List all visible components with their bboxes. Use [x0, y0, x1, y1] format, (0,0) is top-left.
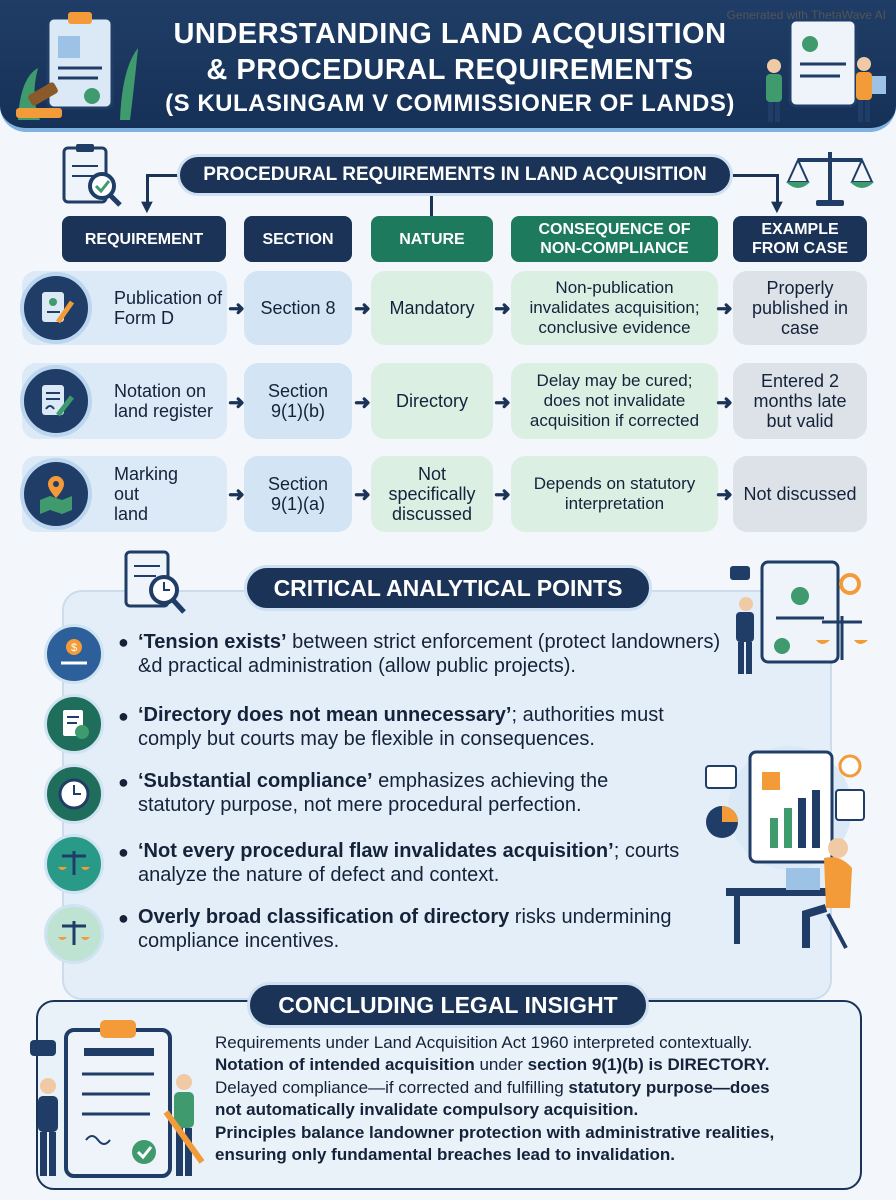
clock-icon — [44, 764, 104, 824]
row1-example: Properly published in case — [733, 271, 867, 345]
connector-left-vertical — [146, 174, 149, 206]
row1-arrow-4: ➜ — [716, 298, 733, 320]
scales-light-icon — [44, 904, 104, 964]
analysis-point-1: ‘Tension exists’ between strict enforcem… — [138, 630, 748, 678]
point-1-text: between strict enforcement (protect land… — [138, 631, 721, 677]
connector-right-vertical — [776, 174, 779, 206]
point-3-bold: ‘Substantial compliance’ — [138, 770, 373, 792]
row2-example: Entered 2 months late but valid — [733, 363, 867, 439]
procedural-title: PROCEDURAL REQUIREMENTS IN LAND ACQUISIT… — [177, 154, 733, 196]
conclusion-line-2b: under — [474, 1055, 528, 1074]
conclusion-line-3a: Delayed compliance—if corrected and fulf… — [215, 1078, 569, 1097]
point-5-text: risks undermining compliance incentives. — [138, 906, 672, 952]
conclusion-line-2c: section 9(1)(b) is DIRECTORY. — [527, 1055, 770, 1074]
svg-text:$: $ — [71, 642, 77, 654]
money-scale-icon: $ — [44, 624, 104, 684]
point-1-bold: ‘Tension exists’ — [138, 631, 287, 653]
row3-example: Not discussed — [733, 456, 867, 532]
conclusion-line-4: not automatically invalidate compulsory … — [215, 1100, 639, 1119]
column-header-consequence: CONSEQUENCE OF NON-COMPLIANCE — [511, 216, 718, 262]
row3-arrow-2: ➜ — [354, 484, 371, 506]
point-4-bold: ‘Not every procedural flaw invalidates a… — [138, 840, 614, 862]
document-signature-icon — [20, 365, 92, 437]
point-3-text: emphasizes achieving the statutory purpo… — [138, 770, 609, 816]
header-banner — [0, 0, 896, 132]
title-line-3: (S KULASINGAM V COMMISSIONER OF LANDS) — [165, 90, 735, 117]
row3-arrow-3: ➜ — [494, 484, 511, 506]
row2-section: Section 9(1)(b) — [244, 363, 352, 439]
row3-section: Section 9(1)(a) — [244, 456, 352, 532]
column-header-requirement: REQUIREMENT — [62, 216, 226, 262]
form-pen-icon — [20, 272, 92, 344]
row2-arrow-1: ➜ — [228, 392, 245, 414]
row3-arrow-4: ➜ — [716, 484, 733, 506]
bullet-3: ● — [118, 772, 129, 792]
analysis-point-2: ‘Directory does not mean unnecessary’; a… — [138, 703, 708, 751]
point-4-text: ; courts analyze the nature of defect an… — [138, 840, 680, 886]
row3-consequence: Depends on statutory interpretation — [511, 456, 718, 532]
people-document-icon — [766, 18, 886, 122]
conclusion-line-5: Principles balance landowner protection … — [215, 1123, 775, 1142]
analysis-title: CRITICAL ANALYTICAL POINTS — [244, 565, 652, 611]
title-line-2: & PROCEDURAL REQUIREMENTS — [206, 54, 694, 86]
column-header-section: SECTION — [244, 216, 352, 262]
column-header-nature: NATURE — [371, 216, 493, 262]
person-clipboard-scales-icon — [730, 560, 868, 674]
row1-section: Section 8 — [244, 271, 352, 345]
conclusion-line-3: Delayed compliance—if corrected and fulf… — [215, 1078, 770, 1098]
analysis-point-5: Overly broad classification of directory… — [138, 905, 718, 953]
clipboard-gavel-icon — [16, 12, 138, 120]
woman-laptop-charts-icon — [705, 746, 865, 949]
connector-left-arrow: ▼ — [137, 196, 157, 218]
point-5-bold: Overly broad classification of directory — [138, 906, 510, 928]
bullet-4: ● — [118, 842, 129, 862]
row1-nature: Mandatory — [371, 271, 493, 345]
document-clock-icon — [124, 550, 186, 614]
column-header-example: EXAMPLE FROM CASE — [733, 216, 867, 262]
connector-right-horizontal — [733, 174, 778, 177]
conclusion-line-3b: statutory purpose—does — [568, 1078, 770, 1097]
bullet-2: ● — [118, 706, 129, 726]
point-2-bold: ‘Directory does not mean unnecessary’ — [138, 704, 512, 726]
document-check-icon — [44, 694, 104, 754]
row2-arrow-2: ➜ — [354, 392, 371, 414]
row2-consequence: Delay may be cured; does not invalidate … — [511, 363, 718, 439]
conclusion-line-6: ensuring only fundamental breaches lead … — [215, 1145, 676, 1164]
bullet-1: ● — [118, 632, 129, 652]
point-2-text: ; authorities must comply but courts may… — [138, 704, 664, 750]
connector-left-horizontal — [146, 174, 178, 177]
row1-arrow-2: ➜ — [354, 298, 371, 320]
row3-nature: Not specifically discussed — [371, 456, 493, 532]
title-line-1: UNDERSTANDING LAND ACQUISITION — [173, 18, 727, 50]
row2-nature: Directory — [371, 363, 493, 439]
clipboard-people-icon — [30, 1020, 205, 1178]
row2-arrow-4: ➜ — [716, 392, 733, 414]
connector-center — [430, 196, 433, 216]
row1-arrow-1: ➜ — [228, 298, 245, 320]
checklist-magnifier-icon — [62, 144, 122, 207]
connector-right-arrow: ▼ — [767, 196, 787, 218]
scales-icon — [44, 834, 104, 894]
conclusion-title: CONCLUDING LEGAL INSIGHT — [247, 982, 649, 1028]
conclusion-line-2: Notation of intended acquisition under s… — [215, 1055, 769, 1075]
row2-arrow-3: ➜ — [494, 392, 511, 414]
analysis-point-4: ‘Not every procedural flaw invalidates a… — [138, 839, 688, 887]
row3-arrow-1: ➜ — [228, 484, 245, 506]
row1-arrow-3: ➜ — [494, 298, 511, 320]
conclusion-panel — [36, 1000, 862, 1190]
map-pin-icon — [20, 458, 92, 530]
bullet-5: ● — [118, 908, 129, 928]
analysis-point-3: ‘Substantial compliance’ emphasizes achi… — [138, 769, 678, 817]
conclusion-line-1: Requirements under Land Acquisition Act … — [215, 1033, 753, 1052]
row1-consequence: Non-publication invalidates acquisition;… — [511, 271, 718, 345]
scales-of-justice-icon — [786, 152, 874, 206]
conclusion-line-2a: Notation of intended acquisition — [215, 1055, 475, 1074]
